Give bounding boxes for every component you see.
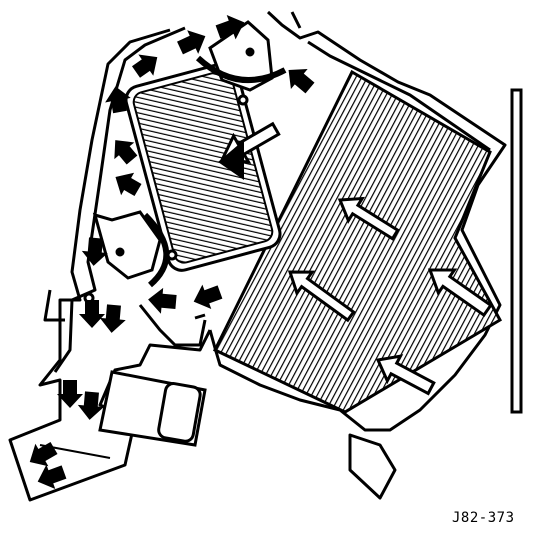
lower-mode-door (83, 210, 178, 304)
evaporator-core (212, 69, 503, 414)
duct-arrow (193, 284, 223, 310)
mounting-bar (510, 88, 523, 414)
inlet-arrow (375, 354, 436, 396)
duct-arrows (29, 14, 315, 490)
duct-arrow (77, 391, 104, 420)
duct-arrow (115, 172, 142, 197)
duct-arrow (57, 380, 83, 408)
heater-core (124, 61, 282, 272)
duct-arrow (148, 287, 177, 314)
duct-arrow (37, 464, 67, 490)
inlet-arrow (337, 196, 400, 241)
inlet-arrow (427, 268, 493, 318)
duct-arrow (29, 441, 58, 467)
duct-arrow (79, 300, 105, 328)
duct-arrow (81, 237, 108, 266)
inlet-arrows (219, 121, 493, 396)
duct-arrow (114, 140, 138, 165)
inlet-arrow (287, 270, 356, 323)
duct-arrow (288, 69, 315, 94)
internal-divider (138, 304, 207, 347)
duct-arrow (215, 14, 245, 40)
figure-reference-code: J82-373 (452, 510, 515, 526)
upper-blend-door (195, 20, 287, 106)
outlet-box (39, 370, 207, 459)
duct-arrow (177, 30, 206, 55)
duct-arrow (99, 304, 126, 333)
duct-arrow (131, 54, 158, 78)
duct-arrow (105, 86, 131, 114)
